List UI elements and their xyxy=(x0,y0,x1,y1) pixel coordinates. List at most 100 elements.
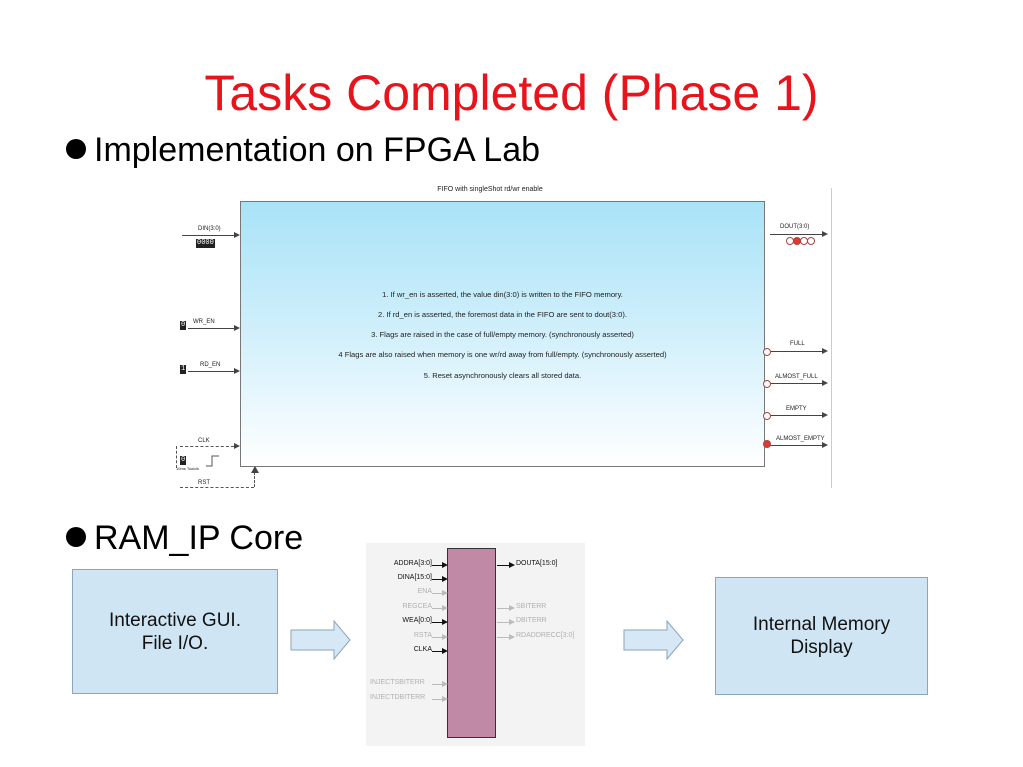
clk-caption: 10ms Toolclk xyxy=(176,466,200,471)
memory-display-box: Internal Memory Display xyxy=(715,577,928,695)
dout-led-icon xyxy=(807,237,815,245)
bullet-fpga: Implementation on FPGA Lab xyxy=(66,130,540,170)
almost-full-wire xyxy=(770,383,822,384)
slide-title: Tasks Completed (Phase 1) xyxy=(204,65,819,121)
ram-arrow-icon xyxy=(442,576,448,582)
ram-signal-clka: CLKA xyxy=(413,646,432,653)
ram-wire xyxy=(432,651,442,652)
gui-box-line: Interactive GUI. xyxy=(109,609,241,631)
ram-wire xyxy=(432,684,442,685)
bullet-ram: RAM_IP Core xyxy=(66,518,303,558)
ram-wire xyxy=(497,622,509,623)
rd-en-value[interactable]: 1 xyxy=(180,365,187,374)
din-value[interactable]: 0000 xyxy=(196,239,215,248)
ram-wire xyxy=(432,593,442,594)
dout-arrow-icon xyxy=(822,231,828,237)
ram-wire xyxy=(497,565,509,566)
flow-arrow-icon xyxy=(290,620,351,660)
fifo-desc-line: 2. If rd_en is asserted, the foremost da… xyxy=(377,310,628,319)
ram-arrow-icon xyxy=(442,648,448,654)
din-label: DIN(3:0) xyxy=(198,226,221,232)
ram-arrow-icon xyxy=(442,562,448,568)
ram-signal-dina: DINA[15:0] xyxy=(397,574,432,581)
ram-signal-ena: ENA xyxy=(417,588,432,595)
ram-signal-rsta: RSTA xyxy=(413,632,432,639)
wr-en-wire xyxy=(188,328,234,329)
ram-signal-addra: ADDRA[3:0] xyxy=(393,560,432,567)
dout-wire xyxy=(770,234,822,235)
empty-arrow-icon xyxy=(822,412,828,418)
ram-signal-injectdbiterr: INJECTDBITERR xyxy=(370,694,426,701)
wr-en-label: WR_EN xyxy=(193,319,215,325)
clk-wire xyxy=(180,446,234,447)
bullet-fpga-text: Implementation on FPGA Lab xyxy=(94,131,541,169)
rd-en-arrow-icon xyxy=(234,368,240,374)
full-arrow-icon xyxy=(822,348,828,354)
ram-arrow-icon xyxy=(509,562,515,568)
bullet-ram-text: RAM_IP Core xyxy=(94,519,304,557)
clock-pulse-icon xyxy=(206,455,219,467)
ram-arrow-icon xyxy=(509,619,515,625)
full-label: FULL xyxy=(790,341,805,347)
fifo-desc-line: 3. Flags are raised in the case of full/… xyxy=(371,330,634,339)
ram-signal-sbiterr: SBITERR xyxy=(516,603,547,610)
ram-ip-block xyxy=(447,548,496,738)
din-arrow-icon xyxy=(234,232,240,238)
ram-arrow-icon xyxy=(442,590,448,596)
clk-arrow-icon xyxy=(234,443,240,449)
ram-signal-regcea: REGCEA xyxy=(402,603,432,610)
rst-wire xyxy=(180,487,254,488)
fifo-title: FIFO with singleShot rd/wr enable xyxy=(437,186,543,193)
ram-arrow-icon xyxy=(442,634,448,640)
dout-label: DOUT(3:0) xyxy=(780,224,810,230)
ram-arrow-icon xyxy=(509,605,515,611)
bullet-dot-icon xyxy=(66,139,86,160)
full-wire xyxy=(770,351,822,352)
gui-box-line: File I/O. xyxy=(141,632,209,654)
clk-value[interactable]: 0 xyxy=(180,456,187,465)
ram-signal-dbiterr: DBITERR xyxy=(516,617,547,624)
ram-signal-injectsbiterr: INJECTSBITERR xyxy=(370,679,425,686)
rst-label: RST xyxy=(198,480,210,486)
almost-full-led-icon xyxy=(763,380,771,388)
fifo-desc-line: 1. If wr_en is asserted, the value din(3… xyxy=(382,290,623,299)
almost-empty-arrow-icon xyxy=(822,442,828,448)
fifo-block xyxy=(240,201,765,467)
almost-full-label: ALMOST_FULL xyxy=(775,374,818,380)
empty-led-icon xyxy=(763,412,771,420)
wr-en-arrow-icon xyxy=(234,325,240,331)
rst-arrow-icon xyxy=(251,466,259,473)
ram-wire xyxy=(432,637,442,638)
flow-arrow-icon xyxy=(623,620,684,660)
ram-wire xyxy=(432,565,442,566)
ram-arrow-icon xyxy=(509,634,515,640)
ram-signal-rdaddrecc: RDADDRECC[3:0] xyxy=(516,632,575,639)
ram-arrow-icon xyxy=(442,681,448,687)
fifo-desc-line: 5. Reset asynchronously clears all store… xyxy=(423,371,582,380)
ram-signal-douta: DOUTA[15:0] xyxy=(516,560,558,567)
ram-wire xyxy=(497,608,509,609)
almost-full-arrow-icon xyxy=(822,380,828,386)
full-led-icon xyxy=(763,348,771,356)
bullet-dot-icon xyxy=(66,527,86,548)
clk-wire-vertical xyxy=(176,446,177,468)
rst-wire-vertical xyxy=(254,472,255,487)
ram-arrow-icon xyxy=(442,696,448,702)
almost-empty-wire xyxy=(770,445,822,446)
ram-arrow-icon xyxy=(442,605,448,611)
rd-en-label: RD_EN xyxy=(200,362,221,368)
empty-label: EMPTY xyxy=(786,406,807,412)
clk-label: CLK xyxy=(198,438,210,444)
gui-file-io-box: Interactive GUI. File I/O. xyxy=(72,569,278,694)
rd-en-wire xyxy=(188,371,234,372)
almost-empty-label: ALMOST_EMPTY xyxy=(776,436,825,442)
ram-wire xyxy=(432,608,442,609)
fifo-desc-line: 4 Flags are also raised when memory is o… xyxy=(338,350,667,359)
ram-arrow-icon xyxy=(442,619,448,625)
ram-wire xyxy=(497,637,509,638)
empty-wire xyxy=(770,415,822,416)
ram-wire xyxy=(432,622,442,623)
wr-en-value[interactable]: 0 xyxy=(180,321,187,330)
fifo-frame-edge xyxy=(831,188,832,488)
din-wire xyxy=(182,235,234,236)
